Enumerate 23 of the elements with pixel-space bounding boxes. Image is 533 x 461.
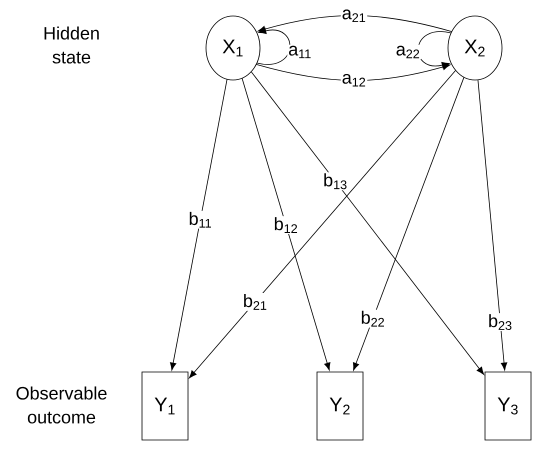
arrow (478, 80, 508, 370)
edge-label: b$_{22}$ (360, 310, 386, 328)
arrow (189, 70, 456, 378)
edge-label: b$_{13}$ (322, 172, 349, 190)
arrow (251, 72, 484, 375)
edge-label: a$_{22}$ (394, 44, 422, 60)
row-label: Hidden state (44, 26, 99, 64)
edge-label: b$_{12}$ (272, 216, 300, 234)
arrow (256, 64, 450, 81)
arrow (256, 28, 290, 65)
edge-label: b$_{23}$ (487, 313, 514, 332)
arrow (242, 78, 330, 370)
edge-label: a$_{21}$ (340, 8, 368, 23)
edge-label: a$_{12}$ (340, 72, 368, 88)
outcome-box: Y$_{1}$ (142, 372, 188, 440)
row-label: Observable outcome (16, 386, 107, 424)
edge-label: a$_{11}$ (287, 44, 313, 60)
edge-label: b$_{21}$ (242, 293, 268, 311)
arrow (170, 79, 228, 370)
arrow (352, 77, 464, 370)
outcome-box: Y$_{2}$ (316, 372, 364, 440)
outcome-box: Y$_{3}$ (484, 372, 532, 440)
edge-label: b$_{11}$ (188, 210, 214, 229)
